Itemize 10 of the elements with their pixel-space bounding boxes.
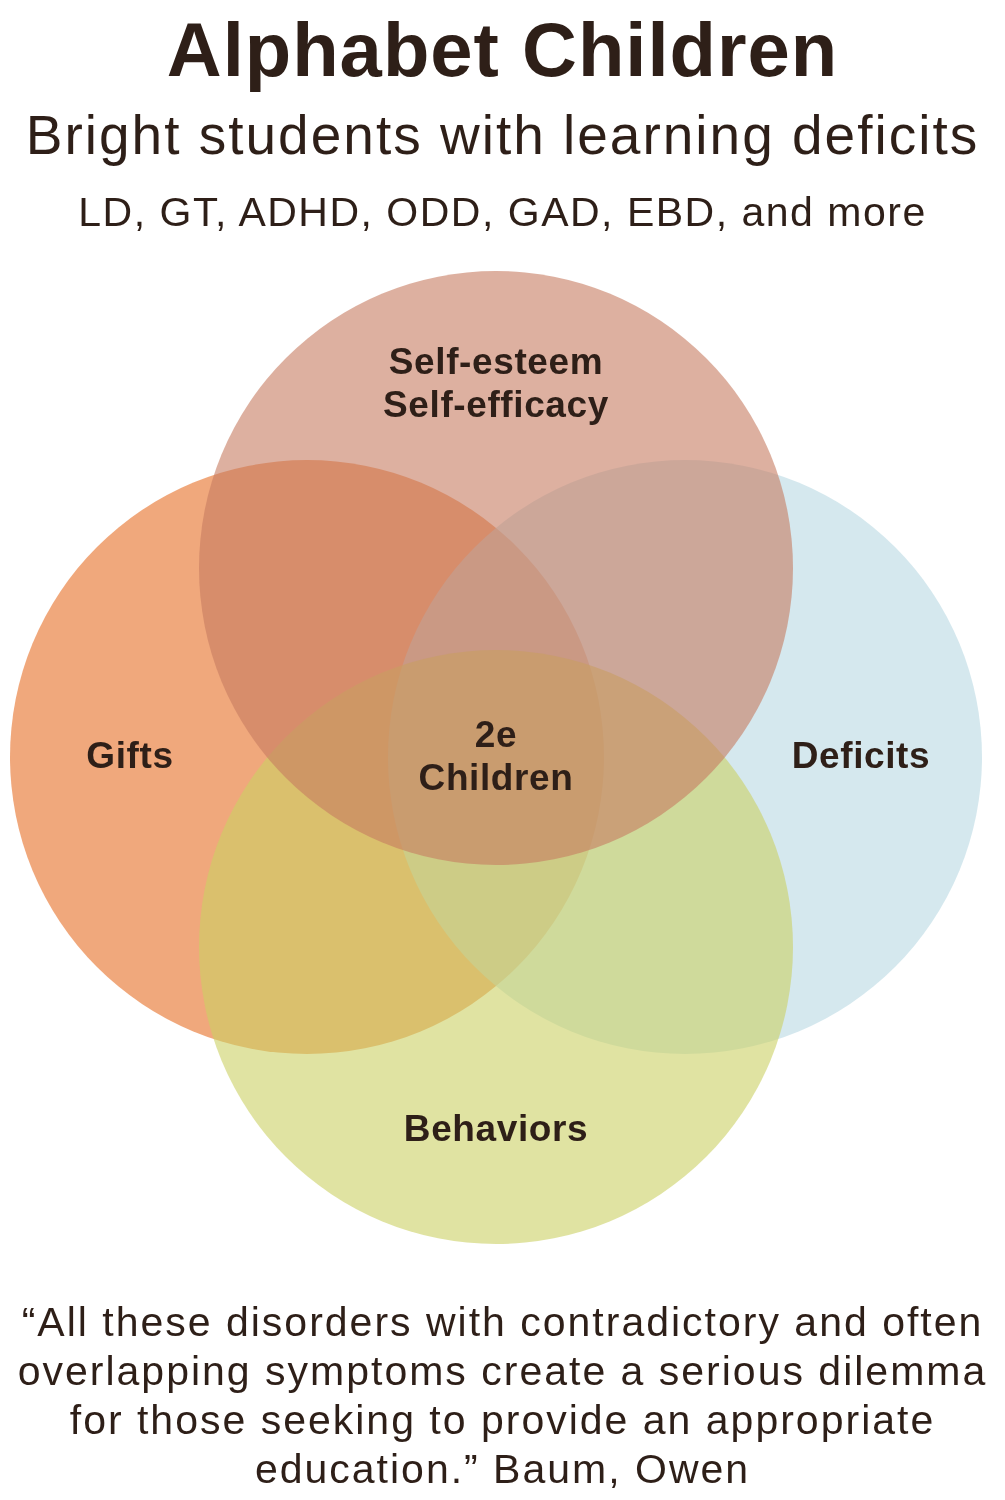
circle-label: Deficits [790, 733, 932, 777]
venn-circle [199, 271, 793, 865]
circle-label: Gifts [85, 733, 175, 777]
subheading: Bright students with learning deficits [25, 103, 980, 167]
acronym-list: LD, GT, ADHD, ODD, GAD, EBD, and more [78, 188, 927, 236]
circle-label: Self-esteem Self-efficacy [382, 340, 610, 426]
circle-label: Behaviors [402, 1106, 590, 1150]
center-label: 2e Children [417, 713, 575, 799]
quote-caption: “All these disorders with contradictory and often overlapping symptoms create a serious dilemma for those seeking to provide an appropriate education.” Baum, Owen [16, 1298, 989, 1494]
title: Alphabet Children [166, 10, 839, 90]
